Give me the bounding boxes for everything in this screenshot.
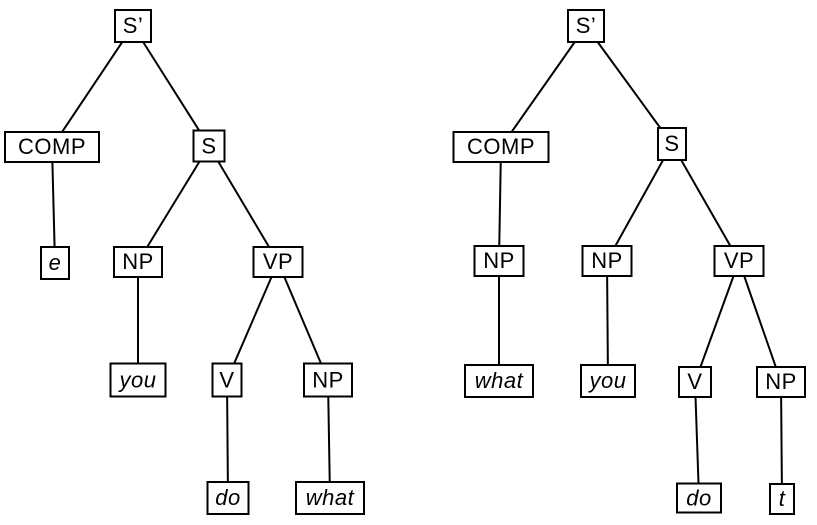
left-tree-node-do: do xyxy=(206,481,250,515)
node-label: NP xyxy=(312,367,344,392)
node-label: you xyxy=(119,367,157,392)
right-tree-node-s: S xyxy=(657,127,687,161)
right-tree-node-v: V xyxy=(678,366,712,398)
right-tree-edge-vp-np-obj xyxy=(738,260,782,383)
left-tree-edge-vp-v xyxy=(226,261,279,381)
right-tree-edge-s-bar-comp xyxy=(500,25,587,148)
right-tree-edge-v-do xyxy=(694,381,700,499)
node-label: V xyxy=(687,369,703,394)
left-tree-edge-np-obj-what xyxy=(327,379,331,499)
right-tree-edge-s-bar-s xyxy=(585,25,673,145)
left-tree-node-s: S xyxy=(192,129,226,163)
right-tree-node-np-obj: NP xyxy=(756,366,806,398)
left-tree-node-np-obj: NP xyxy=(303,362,353,398)
node-label: VP xyxy=(723,248,755,273)
node-label: S’ xyxy=(575,13,597,38)
node-label: e xyxy=(48,250,62,275)
left-tree-node-np-subj: NP xyxy=(113,246,163,278)
right-tree-node-t: t xyxy=(769,483,795,515)
node-label: V xyxy=(219,367,235,392)
right-tree-edge-s-vp xyxy=(671,143,740,262)
right-tree-node-you: you xyxy=(580,364,636,398)
node-label: NP xyxy=(122,249,154,274)
right-tree-node-what: what xyxy=(464,364,534,398)
left-tree-edge-s-vp xyxy=(208,145,279,263)
node-label: what xyxy=(305,485,355,510)
node-label: do xyxy=(686,485,712,510)
left-tree-edge-comp-e xyxy=(51,146,56,264)
node-label: S’ xyxy=(122,13,144,38)
right-tree-edge-s-np-subj xyxy=(606,143,673,262)
right-tree-node-s-bar: S’ xyxy=(567,9,605,43)
left-tree-edge-vp-np-obj xyxy=(277,261,329,381)
right-tree-node-np-subj: NP xyxy=(581,245,633,277)
node-label: S xyxy=(201,133,217,158)
right-tree-edge-vp-v xyxy=(694,260,740,383)
node-label: VP xyxy=(262,249,294,274)
left-tree-node-comp: COMP xyxy=(4,131,100,163)
left-tree-edge-v-do xyxy=(226,379,229,499)
left-tree-node-what: what xyxy=(295,481,365,515)
node-label: do xyxy=(215,485,241,510)
right-tree-node-do: do xyxy=(676,482,722,514)
node-label: NP xyxy=(483,248,515,273)
node-label: you xyxy=(589,368,627,393)
left-tree-edge-s-np-subj xyxy=(137,145,210,263)
left-tree-node-vp: VP xyxy=(252,246,304,278)
node-label: what xyxy=(474,368,524,393)
node-label: NP xyxy=(591,248,623,273)
node-label: S xyxy=(664,131,680,156)
right-tree-node-comp: COMP xyxy=(452,131,550,163)
node-label: COMP xyxy=(18,134,86,159)
left-tree-node-you: you xyxy=(109,362,167,398)
node-label: NP xyxy=(765,369,797,394)
node-label: COMP xyxy=(467,134,535,159)
left-tree-edge-s-bar-comp xyxy=(51,25,134,148)
right-tree-edge-np-obj-t xyxy=(780,381,783,500)
right-tree-edge-comp-np-comp xyxy=(498,146,502,262)
left-tree-node-s-bar: S’ xyxy=(114,9,152,43)
left-tree-edge-s-bar-s xyxy=(132,25,210,147)
left-tree-node-e: e xyxy=(40,246,70,280)
left-tree-node-v: V xyxy=(211,362,243,398)
node-label: t xyxy=(778,486,786,511)
right-tree-node-np-comp: NP xyxy=(473,245,525,277)
right-tree-edge-np-subj-you xyxy=(606,260,609,382)
right-tree-node-vp: VP xyxy=(713,245,765,277)
